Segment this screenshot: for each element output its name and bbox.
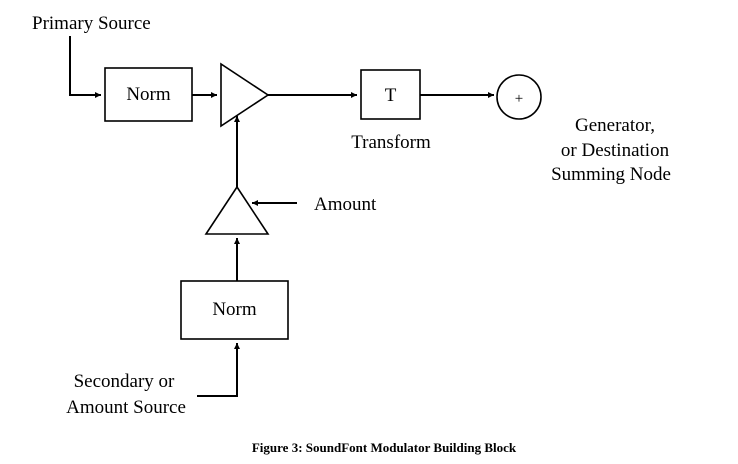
summing-node-circle: [496, 74, 542, 120]
amount-triangle: [204, 185, 270, 235]
figure-caption: Figure 3: SoundFont Modulator Building B…: [252, 440, 517, 455]
transform-label: Transform: [351, 132, 431, 153]
secondary-label-line1: Secondary or: [74, 371, 175, 392]
norm-box-bottom-label: Norm: [212, 299, 257, 320]
norm-box-bottom: [180, 280, 289, 340]
destination-label-line1: Generator,: [575, 115, 655, 136]
norm-box-top: [104, 67, 193, 122]
destination-label-line3: Summing Node: [551, 164, 671, 185]
secondary-to-norm-arrow: [197, 343, 240, 397]
secondary-label-line2: Amount Source: [66, 397, 186, 418]
destination-label-line2: or Destination: [561, 140, 670, 161]
norm-box-top-label: Norm: [126, 84, 171, 105]
amount-label: Amount: [314, 194, 377, 215]
primary-source-label: Primary Source: [32, 13, 151, 34]
primary-to-norm-arrow: [69, 36, 101, 98]
transform-box-symbol: T: [385, 85, 397, 106]
summing-node-symbol: +: [515, 91, 523, 107]
multiplier-triangle: [220, 62, 270, 128]
